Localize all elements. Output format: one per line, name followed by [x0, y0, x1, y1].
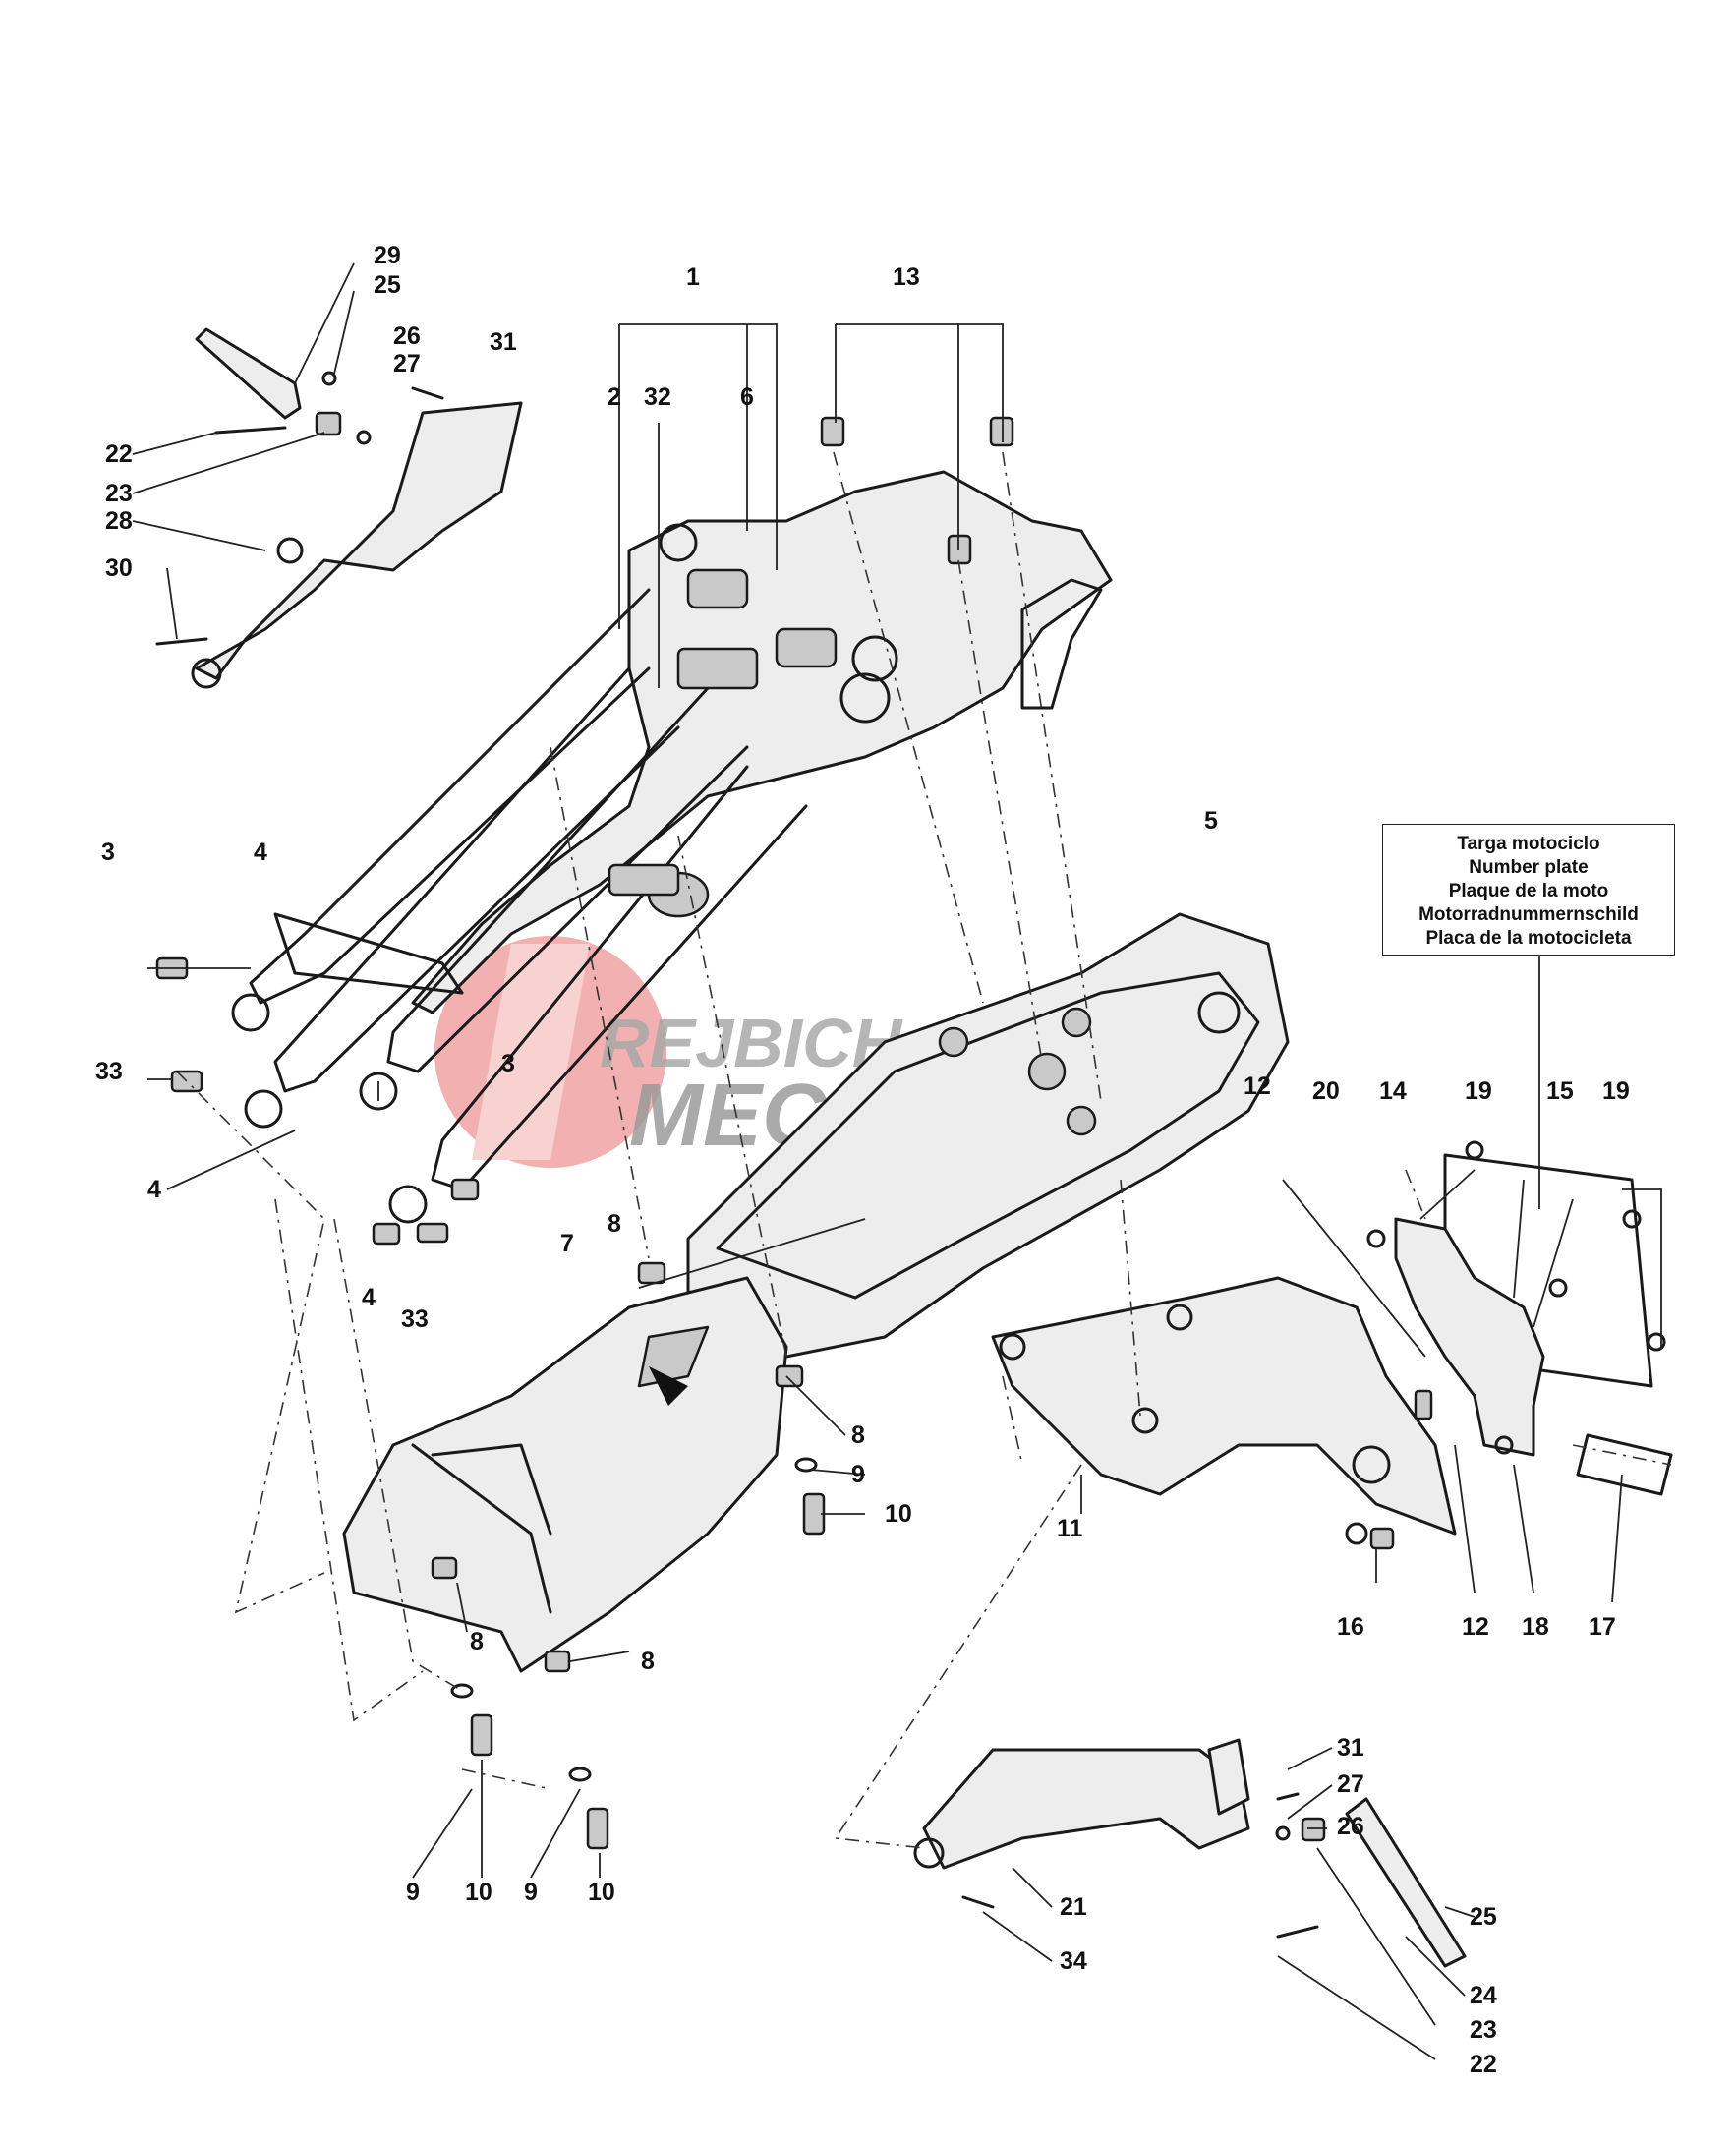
callout-26a: 26	[393, 322, 421, 350]
callout-5: 5	[1204, 807, 1218, 835]
callout-22b: 22	[1470, 2051, 1497, 2078]
assembly-lines	[176, 451, 1672, 1849]
callout-19b: 19	[1602, 1077, 1630, 1105]
callout-19a: 19	[1465, 1077, 1492, 1105]
callout-4a: 4	[254, 839, 267, 866]
leader-lines	[132, 262, 1662, 2060]
callout-8d: 8	[641, 1648, 655, 1675]
callout-16: 16	[1337, 1613, 1364, 1641]
callout-24: 24	[1470, 1982, 1497, 2009]
number-plate-legend: Targa motociclo Number plate Plaque de l…	[1382, 824, 1675, 956]
callout-28: 28	[105, 507, 133, 535]
callout-18: 18	[1522, 1613, 1549, 1641]
plate-legend-de: Motorradnummernschild	[1418, 904, 1639, 925]
callout-10b: 10	[465, 1879, 492, 1906]
callout-8c: 8	[470, 1628, 484, 1655]
callout-20: 20	[1312, 1077, 1340, 1105]
watermark-line1: REJBICH	[600, 1005, 903, 1081]
callout-22a: 22	[105, 440, 133, 468]
callout-2: 2	[608, 383, 621, 411]
callout-4b: 4	[147, 1176, 161, 1203]
callout-34: 34	[1060, 1947, 1087, 1975]
callout-17: 17	[1589, 1613, 1616, 1641]
callout-9a: 9	[851, 1461, 865, 1488]
callout-8b: 8	[851, 1421, 865, 1449]
callout-labels: 1 2 32 6 13 29 25 26 27 31 22 23 28 30 3…	[95, 242, 1630, 2078]
callout-6: 6	[740, 383, 754, 411]
rear-subframe	[231, 470, 1113, 1224]
callout-23b: 23	[1470, 2016, 1497, 2044]
callout-25b: 25	[1470, 1903, 1497, 1931]
plate-legend-it: Targa motociclo	[1457, 834, 1600, 854]
callout-23a: 23	[105, 480, 133, 507]
callout-31b: 31	[1337, 1734, 1364, 1762]
rear-mudguard	[342, 1276, 788, 1673]
callout-8a: 8	[608, 1210, 621, 1238]
callout-3a: 3	[101, 839, 115, 866]
callout-3b: 3	[501, 1050, 515, 1077]
callout-12a: 12	[1244, 1072, 1271, 1100]
callout-10a: 10	[885, 1500, 912, 1528]
callout-10c: 10	[588, 1879, 615, 1906]
callout-14: 14	[1379, 1077, 1407, 1105]
callout-29: 29	[374, 242, 401, 269]
callout-31a: 31	[490, 328, 517, 356]
callout-1: 1	[686, 263, 700, 291]
callout-33a: 33	[95, 1058, 123, 1085]
number-plate-bracket	[1345, 1140, 1673, 1545]
left-footpeg-hanger	[155, 327, 523, 689]
right-footpeg-hanger	[913, 1738, 1467, 1968]
callout-15: 15	[1546, 1077, 1574, 1105]
callout-12b: 12	[1462, 1613, 1489, 1641]
callout-4c: 4	[362, 1284, 376, 1311]
callout-27b: 27	[1337, 1770, 1364, 1798]
callout-32: 32	[644, 383, 671, 411]
plate-legend-fr: Plaque de la moto	[1448, 881, 1609, 901]
callout-9b: 9	[406, 1879, 420, 1906]
plate-holder	[991, 1276, 1457, 1536]
callout-9c: 9	[524, 1879, 538, 1906]
callout-13: 13	[893, 263, 920, 291]
callout-26b: 26	[1337, 1813, 1364, 1840]
callout-30: 30	[105, 554, 133, 582]
callout-7: 7	[560, 1230, 574, 1257]
callout-33b: 33	[401, 1305, 429, 1333]
callout-11: 11	[1057, 1515, 1083, 1542]
callout-25a: 25	[374, 271, 401, 299]
callout-27a: 27	[393, 350, 421, 377]
plate-legend-es: Placa de la motocicleta	[1425, 928, 1632, 949]
plate-legend-en: Number plate	[1469, 857, 1589, 878]
callout-21: 21	[1060, 1893, 1087, 1921]
